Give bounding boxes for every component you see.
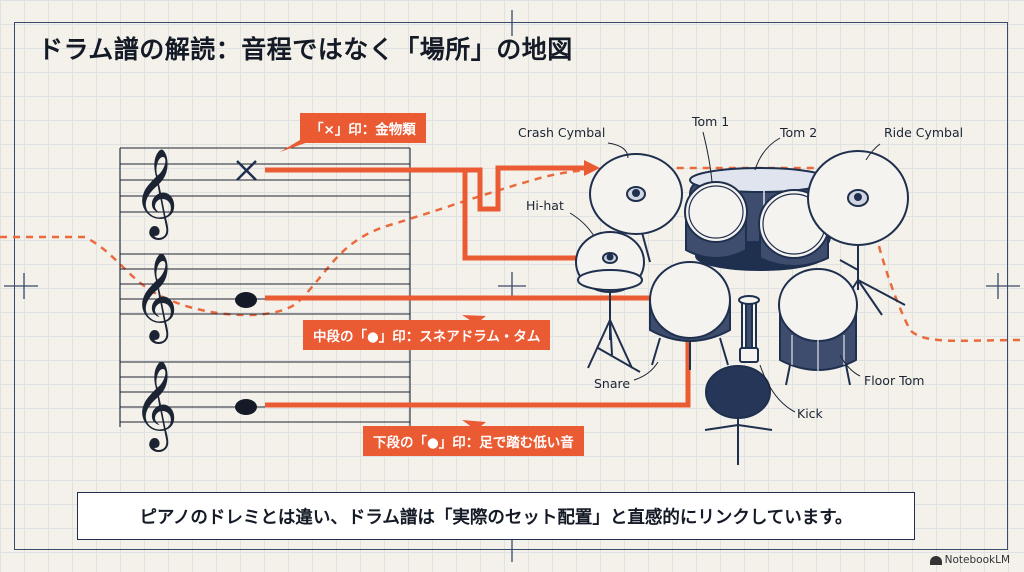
label-floor-tom: Floor Tom [864,373,925,388]
label-crash-cymbal: Crash Cymbal [518,125,606,140]
ride-cymbal [807,150,909,246]
arrows [265,165,691,408]
treble-clefs: 𝄞 𝄞 𝄞 [133,147,178,452]
notebooklm-logo-icon [929,555,942,565]
drum-kit [575,150,909,465]
registration-marks [4,10,1020,562]
hihat-stand [587,290,641,373]
brand-watermark: NotebookLM [929,554,1010,566]
treble-clef-icon: 𝄞 [133,251,178,344]
summary-text: ピアノのドレミとは違い、ドラム譜は「実際のセット配置」と直感的にリンクしています… [139,507,853,528]
treble-clef-icon: 𝄞 [133,359,178,452]
callout-kick: 下段の「●」印：足で踏む低い音 [363,426,584,456]
floor-tom-drum [778,268,858,386]
treble-clef-icon: 𝄞 [133,147,178,240]
snare-drum [649,261,731,370]
kick-pedal [738,295,760,363]
note-bottom [235,399,257,415]
tom1-drum [684,181,748,259]
arrow-to-hihat [462,170,590,261]
hihat-cymbal [575,231,645,293]
page-title: ドラム譜の解読：音程ではなく「場所」の地図 [38,35,573,64]
note-x [236,160,257,181]
note-middle [235,292,257,308]
label-snare: Snare [594,376,631,391]
label-leaders [569,131,881,413]
label-kick: Kick [797,406,823,421]
callout-snare-tom: 中段の「●」印：スネアドラム・タム [303,320,551,350]
label-tom2: Tom 2 [780,125,818,140]
label-hihat: Hi-hat [526,198,564,213]
label-tom1: Tom 1 [692,114,730,129]
drum-throne [704,365,773,465]
callout-cymbals: 「×」印：金物類 [300,113,426,143]
crash-cymbal [589,153,683,235]
label-ride-cymbal: Ride Cymbal [884,125,964,140]
brand-name: NotebookLM [944,554,1010,566]
summary-box: ピアノのドレミとは違い、ドラム譜は「実際のセット配置」と直感的にリンクしています… [77,492,915,540]
arrow-to-crash [265,165,585,212]
arrow-to-kick [265,325,691,408]
